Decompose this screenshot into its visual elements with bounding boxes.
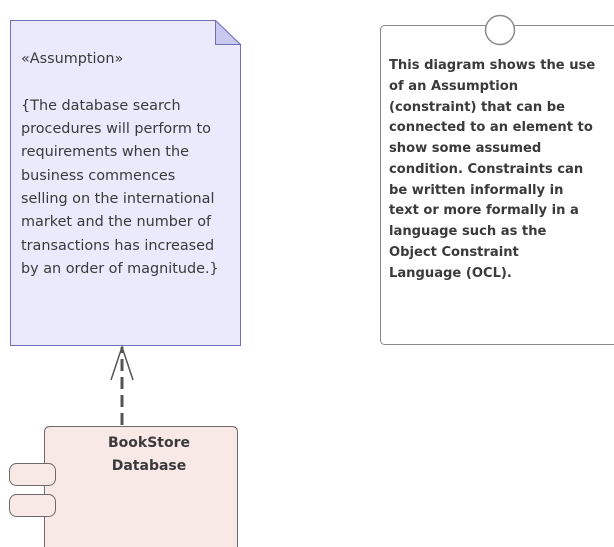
assumption-constraint[interactable] xyxy=(10,19,242,346)
constraint-fold-corner xyxy=(215,19,242,45)
explanatory-note[interactable] xyxy=(380,14,614,345)
component-port-icon xyxy=(9,463,56,486)
pin-icon xyxy=(484,14,516,46)
constraint-body: {The database search procedures will per… xyxy=(21,97,219,277)
component-port-icon xyxy=(9,494,56,517)
dependency-connector[interactable] xyxy=(110,344,134,425)
constraint-box xyxy=(10,20,241,346)
component-box xyxy=(44,426,238,547)
component-name: BookStore Database xyxy=(107,435,190,474)
assumption-text: «Assumption» {The database search proced… xyxy=(21,25,236,305)
constraint-stereotype: «Assumption» xyxy=(21,51,124,68)
bookstore-database-component[interactable] xyxy=(9,426,238,547)
note-text: This diagram shows the use of an Assumpt… xyxy=(389,58,596,281)
arrowhead-icon xyxy=(110,344,134,381)
